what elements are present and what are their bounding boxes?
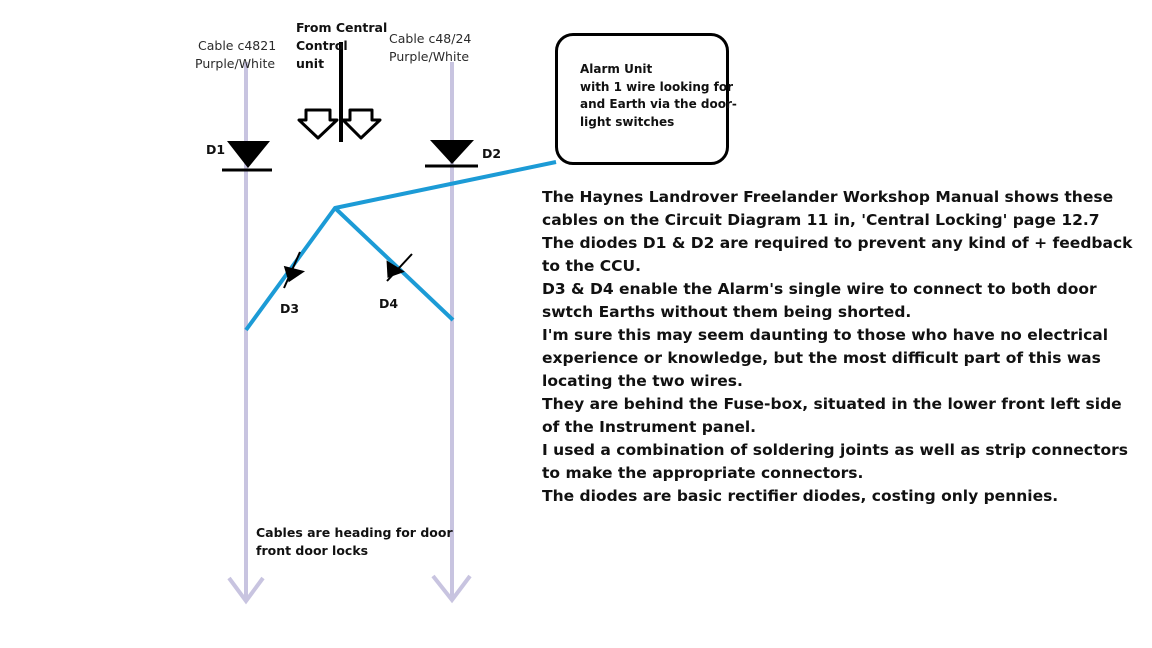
diode-d2-label: D2 <box>482 146 502 161</box>
diode-d2-symbol <box>430 140 474 164</box>
alarm-unit-box: Alarm Unit with 1 wire looking for and E… <box>555 33 737 165</box>
diode-d4-symbol <box>386 260 405 278</box>
description-line: They are behind the Fuse-box, situated i… <box>542 395 1122 413</box>
central-arrow-right <box>341 108 382 140</box>
description-line: D3 & D4 enable the Alarm's single wire t… <box>542 280 1097 298</box>
description-line: swtch Earths without them being shorted. <box>542 303 912 321</box>
diode-d4-label: D4 <box>379 296 399 311</box>
cable-right-label: Cable c48/24 <box>389 31 472 46</box>
central-arrow-left <box>297 108 339 140</box>
description-line: to the CCU. <box>542 257 642 275</box>
description-line: The diodes D1 & D2 are required to preve… <box>542 234 1133 252</box>
description-text: The Haynes Landrover Freelander Workshop… <box>542 186 1142 508</box>
description-line: of the Instrument panel. <box>542 418 757 436</box>
alarm-unit-line: with 1 wire looking for <box>580 79 734 94</box>
alarm-wire-branch-right <box>333 206 455 322</box>
diode-d1-label: D1 <box>206 142 226 157</box>
cable-c4824-arrowhead <box>431 574 472 604</box>
cables-heading-label-line2: front door locks <box>256 543 369 558</box>
description-line: I'm sure this may seem daunting to those… <box>542 326 1109 344</box>
description-line: The Haynes Landrover Freelander Workshop… <box>542 188 1114 206</box>
central-control-label-line1: From Central <box>296 20 388 35</box>
alarm-unit-text: Alarm Unit with 1 wire looking for and E… <box>580 61 737 131</box>
central-control-label-line3: unit <box>296 56 325 71</box>
diode-d4-bar <box>386 253 413 282</box>
diode-d3-label: D3 <box>280 301 300 316</box>
description-line: The diodes are basic rectifier diodes, c… <box>542 487 1059 505</box>
alarm-unit-line: Alarm Unit <box>580 62 653 76</box>
diode-d3-bar <box>283 251 301 289</box>
diode-d1-symbol <box>227 141 270 168</box>
description-line: locating the two wires. <box>542 372 743 390</box>
description-line: to make the appropriate connectors. <box>542 464 864 482</box>
cable-c4821-arrowhead <box>227 576 265 605</box>
central-control-label-line2: Control <box>296 38 348 53</box>
cable-left-label: Cable c4821 <box>198 38 277 53</box>
description-line: cables on the Circuit Diagram 11 in, 'Ce… <box>542 211 1100 229</box>
cable-left-color-label: Purple/White <box>195 56 276 71</box>
alarm-unit-line: and Earth via the door- <box>580 97 737 111</box>
alarm-unit-line: light switches <box>580 114 675 129</box>
cable-right-color-label: Purple/White <box>389 49 470 64</box>
description-line: experience or knowledge, but the most di… <box>542 349 1101 367</box>
cables-heading-label-line1: Cables are heading for door <box>256 525 453 540</box>
description-line: I used a combination of soldering joints… <box>542 441 1129 459</box>
